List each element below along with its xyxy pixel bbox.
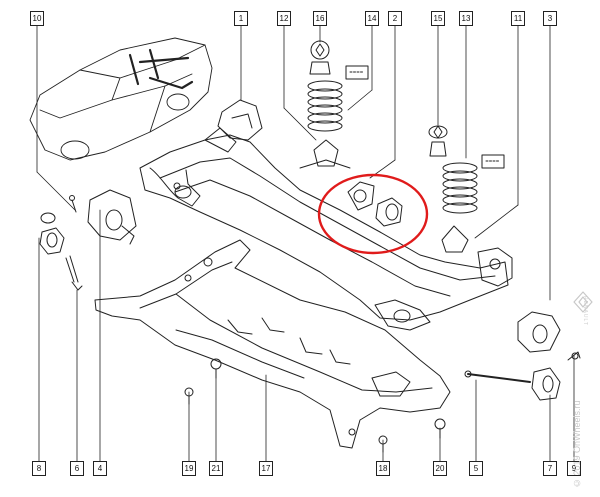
car-thumbnail [29, 37, 213, 161]
callout-top-12: 12 [277, 11, 291, 26]
left-coil-spring [307, 80, 343, 132]
leader-lines-bottom [38, 209, 575, 462]
copyright-watermark: © 2019 OnWheels.ru [572, 400, 582, 488]
callout-top-13: 13 [459, 11, 473, 26]
right-mount [464, 311, 581, 401]
callout-bottom-17: 17 [259, 461, 273, 476]
renault-diamond-logo-icon [573, 291, 593, 313]
highlight-circle [317, 173, 429, 255]
callout-top-3: 3 [543, 11, 557, 26]
callout-top-14: 14 [365, 11, 379, 26]
pivot-bushing [347, 181, 403, 227]
left-mount [39, 189, 137, 291]
lower-bolts [184, 358, 446, 453]
callout-top-1: 1 [234, 11, 248, 26]
left-spring-assembly [299, 40, 369, 169]
callout-top-2: 2 [388, 11, 402, 26]
callout-bottom-19: 19 [182, 461, 196, 476]
callout-bottom-6: 6 [70, 461, 84, 476]
right-spring-assembly [428, 125, 505, 253]
callout-bottom-9: 9 [567, 461, 581, 476]
callout-bottom-18: 18 [376, 461, 390, 476]
callout-top-11: 11 [511, 11, 525, 26]
callout-bottom-5: 5 [469, 461, 483, 476]
callout-top-16: 16 [313, 11, 327, 26]
callout-top-10: 10 [30, 11, 44, 26]
callout-top-15: 15 [431, 11, 445, 26]
subframe [94, 239, 451, 449]
upper-bracket [204, 99, 263, 153]
leader-lines-top [36, 24, 551, 301]
callout-bottom-4: 4 [93, 461, 107, 476]
brand-watermark: RENAULT [582, 296, 588, 326]
callout-bottom-7: 7 [543, 461, 557, 476]
callout-bottom-8: 8 [32, 461, 46, 476]
callout-bottom-20: 20 [433, 461, 447, 476]
right-coil-spring [442, 162, 478, 214]
callout-bottom-21: 21 [209, 461, 223, 476]
